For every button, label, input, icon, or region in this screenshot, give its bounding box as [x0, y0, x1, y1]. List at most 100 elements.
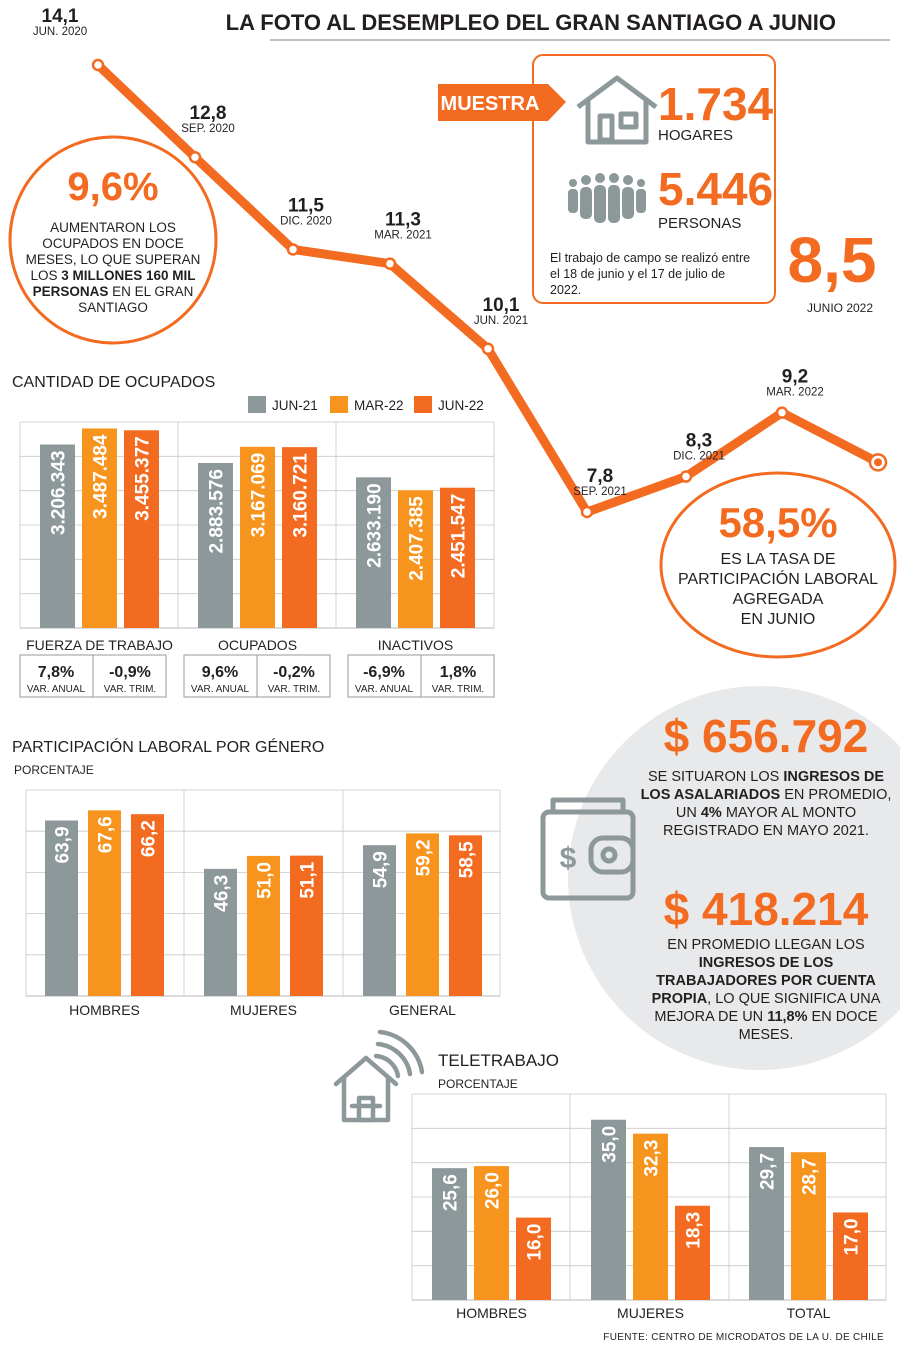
bar-value-label: 17,0 [842, 1218, 863, 1255]
unemployment-point-1 [91, 58, 105, 72]
unemployment-point-7 [679, 470, 693, 483]
bar-mujeres-jun-21 [591, 1119, 626, 1300]
category-label: HOMBRES [456, 1305, 527, 1321]
ingresos-text1-d: REGISTRADO EN MAYO 2021. [663, 823, 869, 839]
unemployment-point-3 [286, 243, 300, 256]
stat-circle-occupied-line2: OCUPADOS EN DOCE [42, 236, 184, 251]
category-label: MUJERES [230, 1002, 297, 1018]
variation-trim-value: 1,8% [440, 664, 476, 681]
bar-value-label: 3.206.343 [49, 451, 70, 536]
bar-hombres-mar-22 [474, 1166, 509, 1300]
ingresos-text2-d: PROPIA, LO QUE SIGNIFICA UNA [652, 991, 881, 1007]
muestra-box: MUESTRA 1.734 HOGARES 5.446 PERSONAS El … [438, 54, 776, 304]
stat-circle-occupied-line3: MESES, LO QUE SUPERAN [26, 252, 201, 267]
unemployment-point-8 [775, 406, 789, 419]
bar-general-jun-21 [363, 845, 396, 996]
bar-inactivos-mar-22 [398, 490, 433, 628]
stat-circle-participation-ring [659, 471, 897, 659]
ingresos-text2-e: MEJORA DE UN 11,8% EN DOCE [654, 1009, 878, 1025]
bar-value-label: 18,3 [684, 1212, 705, 1249]
unemployment-period-label-7: DIC. 2021 [673, 451, 725, 463]
muestra-tag: MUESTRA [441, 93, 540, 115]
stat-circle-participation-line1: ES LA TASA DE [720, 551, 835, 568]
category-label: OCUPADOS [218, 637, 297, 653]
bar-value-label: 2.451.547 [449, 494, 470, 579]
legend-swatch-jun-22 [414, 396, 432, 413]
header: LA FOTO AL DESEMPLEO DEL GRAN SANTIAGO A… [226, 10, 890, 41]
ocupados-variation-boxes: 7,8%VAR. ANUAL-0,9%VAR. TRIM.9,6%VAR. AN… [19, 654, 495, 698]
personas-label: PERSONAS [658, 215, 741, 232]
bar-hombres-jun-21 [432, 1168, 467, 1300]
house-icon [576, 75, 658, 145]
participacion-chart-title: PARTICIPACIÓN LABORAL POR GÉNERO [12, 737, 324, 756]
hogares-label: HOGARES [658, 127, 733, 144]
bar-value-label: 51,1 [298, 861, 319, 898]
bar-mujeres-jun-22 [675, 1205, 710, 1300]
variation-anual-label: VAR. ANUAL [191, 684, 250, 695]
teletrabajo-chart-title: TELETRABAJO [438, 1051, 559, 1070]
stat-circle-occupied-value: 9,6% [67, 165, 158, 209]
variation-anual-value: 7,8% [38, 664, 74, 681]
teletrabajo-chart-subtitle: PORCENTAJE [438, 1077, 518, 1091]
participacion-bar-chart: PARTICIPACIÓN LABORAL POR GÉNERO PORCENT… [12, 737, 501, 1018]
unemployment-period-label-5: JUN. 2021 [474, 315, 528, 327]
category-label: GENERAL [389, 1002, 456, 1018]
bar-value-label: 2.407.385 [407, 496, 428, 581]
stat-circle-participation: 58,5% ES LA TASA DE PARTICIPACIÓN LABORA… [659, 471, 897, 659]
wallet-dollar-sign: $ [560, 842, 577, 875]
unemployment-period-label-8: MAR. 2022 [766, 387, 824, 399]
bar-mujeres-jun-21 [204, 868, 237, 996]
bar-value-label: 58,5 [457, 841, 478, 878]
unemployment-period-label-6: SEP. 2021 [573, 486, 627, 498]
variation-trim-label: VAR. TRIM. [268, 684, 320, 695]
unemployment-value-label-7: 8,3 [686, 431, 712, 452]
variation-trim-label: VAR. TRIM. [104, 684, 156, 695]
unemployment-points [91, 58, 888, 519]
bar-ocupados-mar-22 [240, 446, 275, 628]
unemployment-value-label-8: 9,2 [782, 367, 808, 388]
variation-trim-value: -0,2% [273, 664, 315, 681]
muestra-note-line2: el 18 de junio y el 17 de julio de [550, 267, 725, 281]
ingresos-text1-c: UN 4% MAYOR AL MONTO [676, 805, 856, 821]
bar-value-label: 67,6 [96, 816, 117, 853]
home-wifi-icon [333, 1029, 425, 1123]
bar-value-label: 2.633.190 [365, 483, 386, 568]
bar-value-label: 35,0 [600, 1126, 621, 1163]
bar-fuerza-de-trabajo-jun-21 [40, 444, 75, 628]
unemployment-point-5 [481, 342, 495, 356]
bar-value-label: 3.487.484 [91, 434, 112, 519]
bar-mujeres-jun-22 [290, 855, 323, 996]
variation-anual-label: VAR. ANUAL [27, 684, 86, 695]
bar-value-label: 25,6 [441, 1174, 462, 1211]
unemployment-value-label-6: 7,8 [587, 466, 613, 487]
unemployment-point-last-dot [874, 458, 882, 467]
bar-value-label: 59,2 [414, 839, 435, 876]
bar-value-label: 26,0 [483, 1172, 504, 1209]
bar-value-label: 51,0 [255, 862, 276, 899]
bar-fuerza-de-trabajo-jun-22 [124, 430, 159, 628]
unemployment-point-4 [383, 257, 397, 270]
muestra-note-line3: 2022. [550, 283, 581, 297]
personas-value: 5.446 [658, 163, 773, 215]
bar-value-label: 66,2 [139, 820, 160, 857]
ingresos-text2-a: EN PROMEDIO LLEGAN LOS [667, 937, 864, 953]
category-label: INACTIVOS [378, 637, 453, 653]
bar-value-label: 32,3 [642, 1140, 663, 1177]
ocupados-bars: 3.206.343 3.487.484 3.455.377 2.883.576 3.16… [40, 428, 475, 628]
bar-fuerza-de-trabajo-mar-22 [82, 428, 117, 628]
bar-general-jun-22 [449, 835, 482, 996]
bar-total-mar-22 [791, 1152, 826, 1300]
legend-swatch-mar-22 [330, 396, 348, 413]
unemployment-value-label-3: 11,5 [288, 195, 324, 216]
bar-value-label: 3.455.377 [133, 436, 154, 521]
bar-value-label: 3.160.721 [291, 453, 312, 538]
bar-hombres-jun-22 [131, 814, 164, 996]
legend-label-jun-22: JUN-22 [438, 398, 484, 413]
bar-value-label: 2.883.576 [207, 469, 228, 554]
